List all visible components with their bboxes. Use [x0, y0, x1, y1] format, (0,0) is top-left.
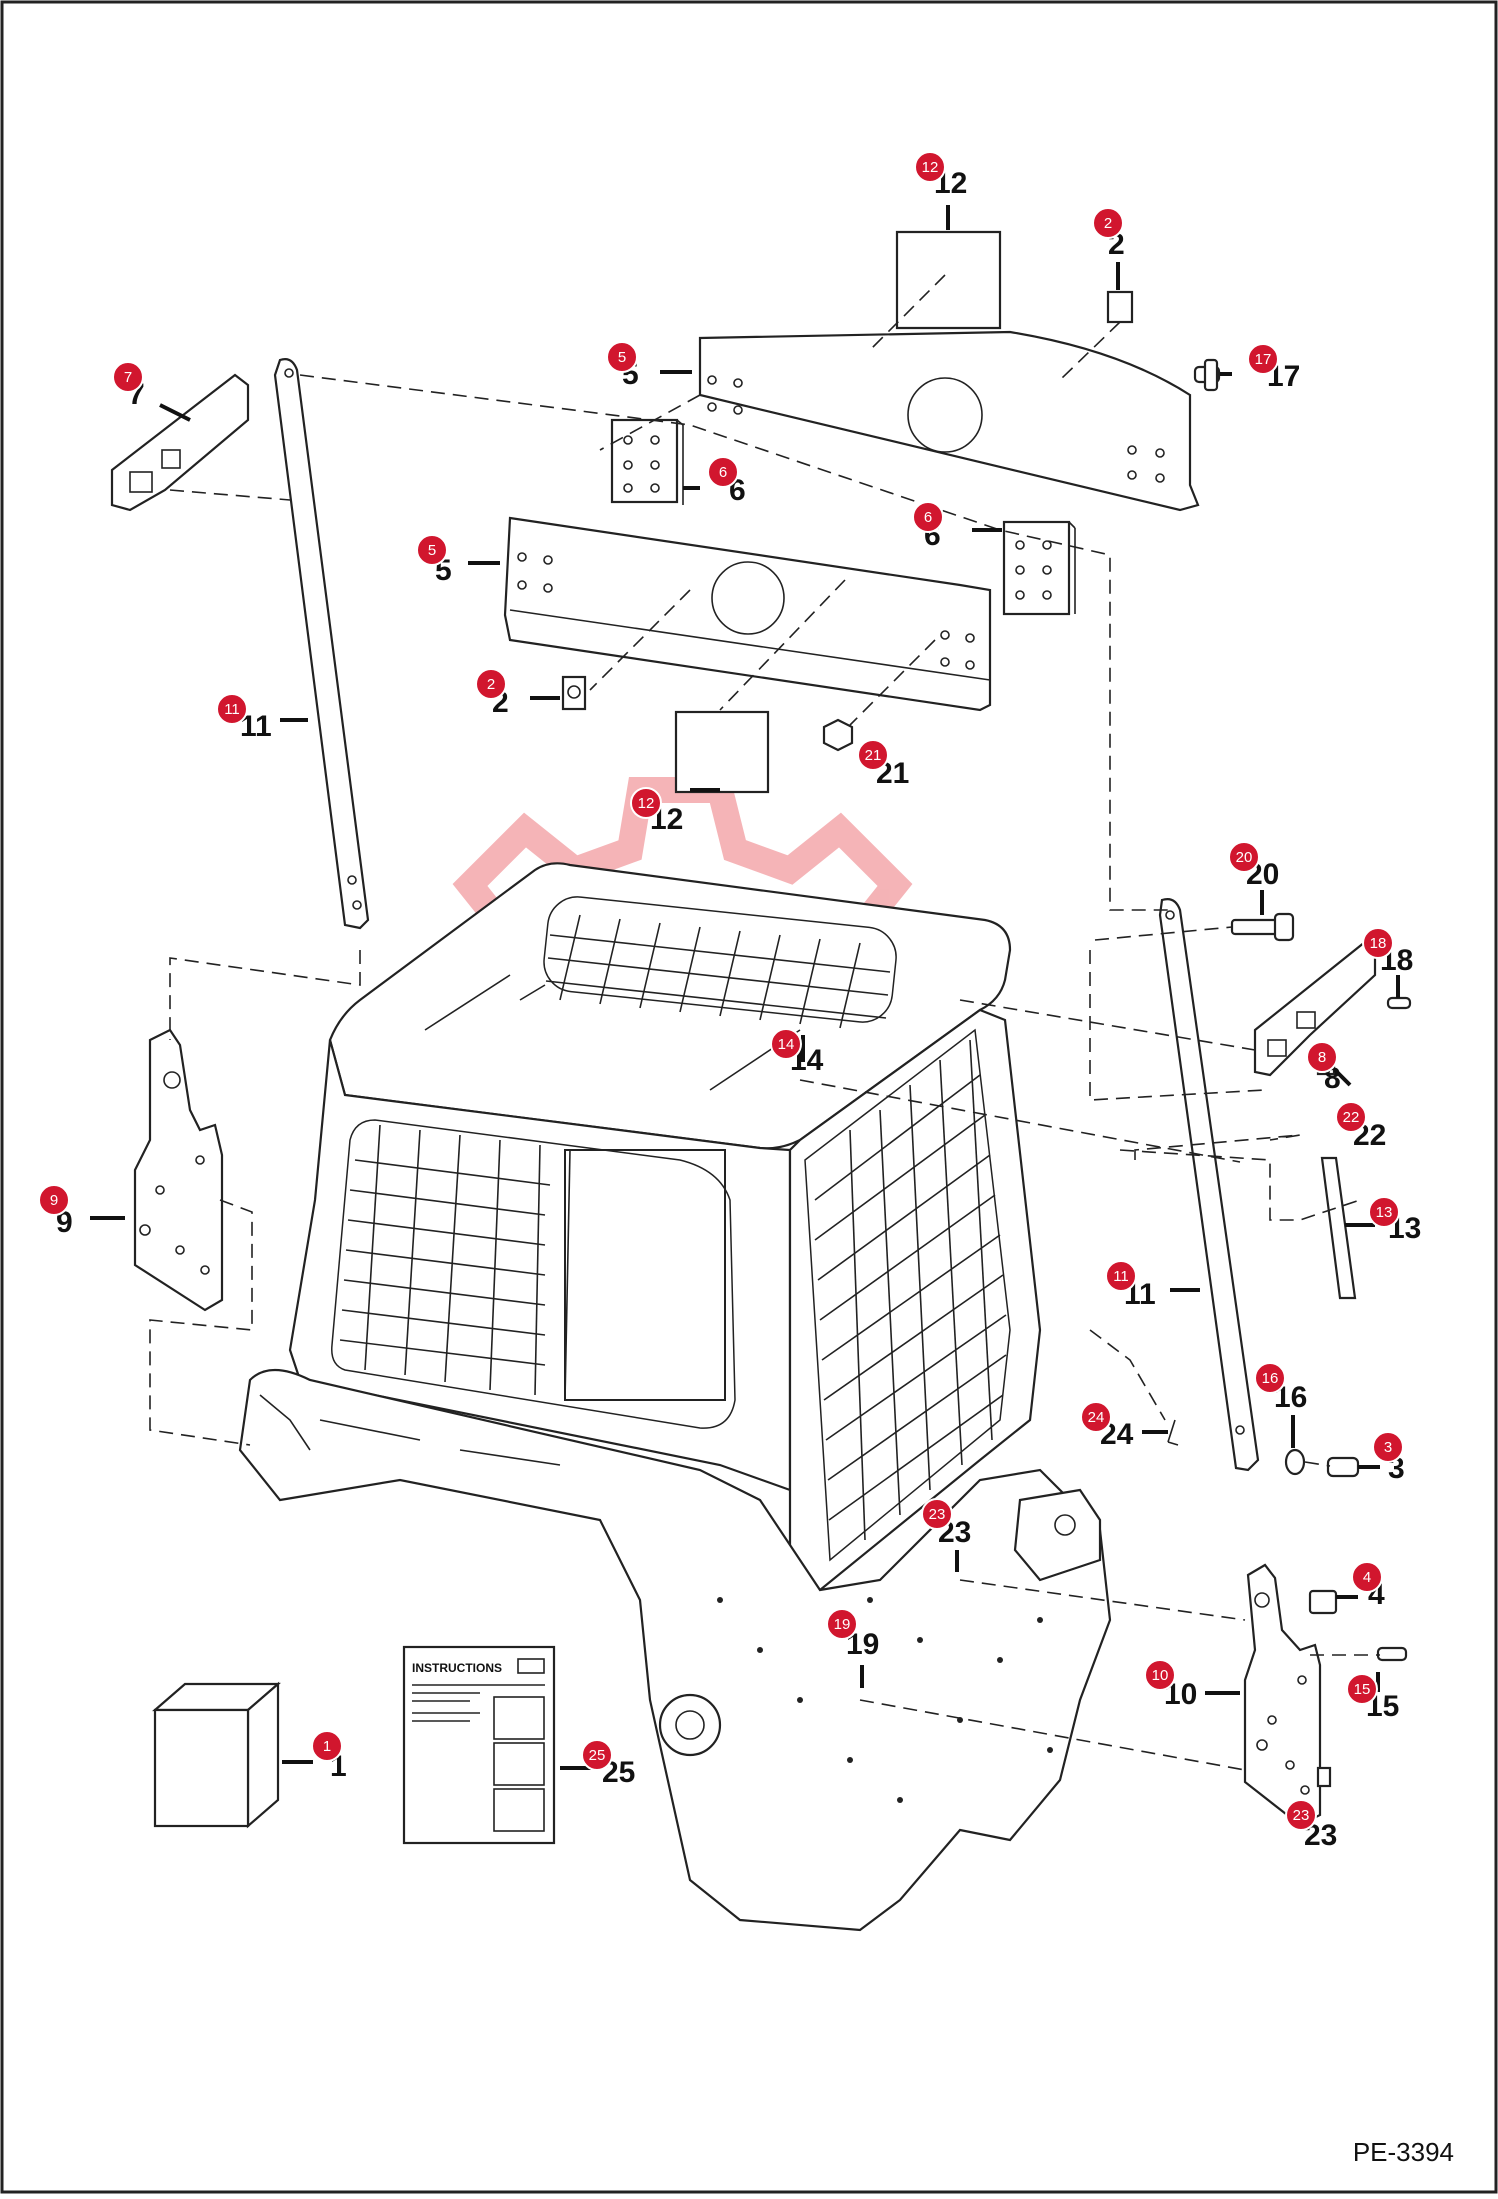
svg-text:9: 9: [50, 1192, 58, 1209]
svg-text:23: 23: [1293, 1807, 1310, 1824]
svg-text:2: 2: [487, 676, 495, 693]
svg-text:8: 8: [1318, 1049, 1326, 1066]
callout-badge-1[interactable]: 1: [311, 1730, 343, 1762]
strut-part-11-right: [1158, 898, 1260, 1472]
svg-text:17: 17: [1255, 351, 1272, 368]
callout-badge-19[interactable]: 19: [826, 1608, 858, 1640]
callout-badge-8[interactable]: 8: [1306, 1041, 1338, 1073]
svg-text:18: 18: [1370, 935, 1387, 952]
instructions-sheet-part-25: INSTRUCTIONS: [402, 1645, 556, 1845]
crossbar-lower: [503, 516, 992, 712]
callout-badge-23[interactable]: 23: [1285, 1799, 1317, 1831]
pin-part-18: [1386, 996, 1412, 1010]
svg-text:16: 16: [1262, 1370, 1279, 1387]
svg-text:5: 5: [428, 542, 436, 559]
svg-text:23: 23: [929, 1506, 946, 1523]
callout-badge-12[interactable]: 12: [630, 787, 662, 819]
plate-part-9: [133, 1028, 224, 1312]
bracket-part-7: [110, 373, 250, 512]
svg-text:10: 10: [1152, 1667, 1169, 1684]
decal-part-2-top: [1106, 290, 1134, 324]
spacer-block-left: [610, 418, 684, 505]
callout-badge-13[interactable]: 13: [1368, 1196, 1400, 1228]
kit-box-part-1: [152, 1681, 281, 1829]
pin-part-24: [1167, 1419, 1179, 1446]
svg-text:15: 15: [1354, 1681, 1371, 1698]
callout-badge-20[interactable]: 20: [1228, 841, 1260, 873]
svg-text:20: 20: [1236, 849, 1253, 866]
svg-text:7: 7: [124, 369, 132, 386]
svg-text:19: 19: [834, 1616, 851, 1633]
crossbar-upper: [698, 330, 1200, 512]
figure-id: PE-3394: [1352, 2137, 1454, 2167]
pin-part-3: [1326, 1456, 1360, 1478]
callout-badge-2[interactable]: 2: [1092, 207, 1124, 239]
svg-text:21: 21: [865, 747, 882, 764]
callout-badge-11[interactable]: 11: [216, 693, 248, 725]
svg-text:6: 6: [924, 509, 932, 526]
callout-badge-18[interactable]: 18: [1362, 927, 1394, 959]
svg-text:2: 2: [1104, 215, 1112, 232]
callout-badge-6[interactable]: 6: [912, 501, 944, 533]
callout-badge-3[interactable]: 3: [1372, 1431, 1404, 1463]
svg-text:13: 13: [1376, 1204, 1393, 1221]
callout-badge-25[interactable]: 25: [581, 1739, 613, 1771]
svg-text:6: 6: [719, 464, 727, 481]
callout-badge-15[interactable]: 15: [1346, 1673, 1378, 1705]
callout-badge-17[interactable]: 17: [1247, 343, 1279, 375]
cab-assembly: [238, 862, 1112, 1932]
callout-badge-21[interactable]: 21: [857, 739, 889, 771]
svg-text:25: 25: [589, 1747, 606, 1764]
strut-part-11-left: [273, 358, 370, 930]
decal-part-2-lower: [561, 675, 587, 711]
callout-badge-12[interactable]: 12: [914, 151, 946, 183]
plate-part-10: [1243, 1563, 1322, 1827]
bolt-part-20: [1230, 912, 1295, 942]
callout-badge-14[interactable]: 14: [770, 1028, 802, 1060]
svg-text:22: 22: [1343, 1109, 1360, 1126]
callout-badge-11[interactable]: 11: [1105, 1260, 1137, 1292]
callout-badge-23[interactable]: 23: [921, 1498, 953, 1530]
nut-part-4: [1308, 1589, 1338, 1615]
svg-text:5: 5: [618, 349, 626, 366]
callout-badge-10[interactable]: 10: [1144, 1659, 1176, 1691]
svg-text:1: 1: [323, 1738, 331, 1755]
pin-part-15: [1376, 1646, 1408, 1662]
decal-part-13: [1320, 1156, 1357, 1300]
decal-part-12-lower: [674, 710, 770, 794]
callout-badge-7[interactable]: 7: [112, 361, 144, 393]
svg-text:14: 14: [778, 1036, 795, 1053]
svg-text:3: 3: [1384, 1439, 1392, 1456]
callout-badge-4[interactable]: 4: [1351, 1561, 1383, 1593]
svg-text:12: 12: [638, 795, 655, 812]
callout-badge-16[interactable]: 16: [1254, 1362, 1286, 1394]
callout-badge-6[interactable]: 6: [707, 456, 739, 488]
callout-badge-2[interactable]: 2: [475, 668, 507, 700]
callout-badge-24[interactable]: 24: [1080, 1401, 1112, 1433]
svg-text:12: 12: [922, 159, 939, 176]
callout-badge-5[interactable]: 5: [606, 341, 638, 373]
spacer-block-right: [1002, 520, 1076, 616]
nut-part-23-lower: [1316, 1766, 1332, 1788]
callout-badge-9[interactable]: 9: [38, 1184, 70, 1216]
svg-text:11: 11: [1113, 1268, 1129, 1285]
svg-text:24: 24: [1088, 1409, 1105, 1426]
svg-text:11: 11: [224, 701, 240, 718]
washer-part-16: [1284, 1448, 1306, 1476]
decal-part-12-top: [895, 230, 1002, 330]
svg-text:INSTRUCTIONS: INSTRUCTIONS: [412, 1661, 502, 1675]
assembly-lines: [149, 274, 1380, 1771]
callout-badge-22[interactable]: 22: [1335, 1101, 1367, 1133]
callout-badge-5[interactable]: 5: [416, 534, 448, 566]
nut-part-21: [822, 718, 854, 752]
svg-text:4: 4: [1363, 1569, 1371, 1586]
bolt-part-17: [1193, 358, 1221, 392]
